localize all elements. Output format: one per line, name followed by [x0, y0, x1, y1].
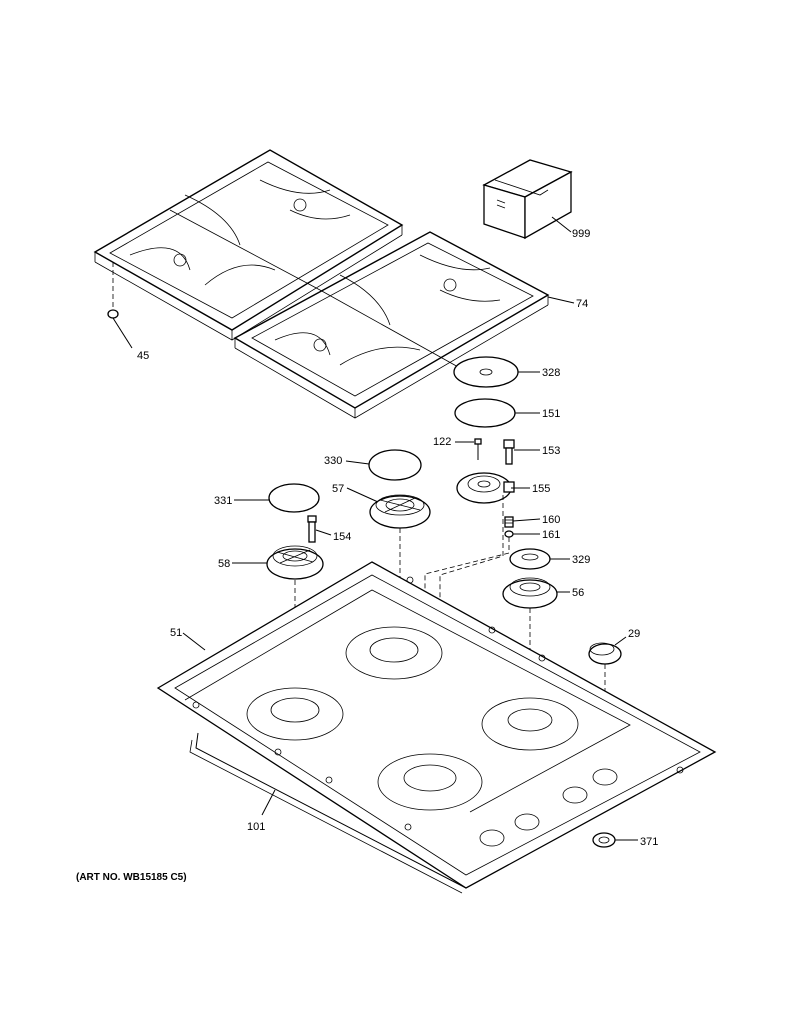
part-101-seal [189, 732, 467, 894]
callout-155: 155 [532, 483, 550, 495]
part-151-cap [454, 398, 516, 428]
callout-330: 330 [324, 455, 342, 467]
callout-51: 51 [170, 627, 182, 639]
part-154-ignitor [307, 515, 317, 543]
part-331-cap [268, 483, 320, 513]
callout-56: 56 [572, 587, 584, 599]
part-329-cap [509, 548, 551, 570]
callout-58: 58 [218, 558, 230, 570]
part-153-injector [503, 439, 515, 465]
leader-lines [112, 216, 638, 841]
part-57-burner [369, 494, 431, 529]
left-grate [93, 149, 404, 341]
callout-999: 999 [572, 228, 590, 240]
callout-153: 153 [542, 445, 560, 457]
callout-29: 29 [628, 628, 640, 640]
part-51-maintop [156, 561, 717, 889]
part-58-burner [266, 545, 324, 580]
callout-161: 161 [542, 529, 560, 541]
part-328-cap [453, 356, 519, 388]
callout-74: 74 [576, 298, 588, 310]
callout-371: 371 [640, 836, 658, 848]
part-330-cap [368, 449, 422, 481]
callout-160: 160 [542, 514, 560, 526]
right-grate [233, 231, 550, 419]
callout-154: 154 [333, 531, 351, 543]
callout-101: 101 [247, 821, 265, 833]
callout-328: 328 [542, 367, 560, 379]
callout-57: 57 [332, 483, 344, 495]
part-122-screw [474, 438, 482, 460]
callout-45: 45 [137, 350, 149, 362]
art-number: (ART NO. WB15185 C5) [76, 872, 187, 883]
part-999-box [482, 159, 573, 240]
callout-151: 151 [542, 408, 560, 420]
part-371-grommet [592, 832, 616, 848]
callout-329: 329 [572, 554, 590, 566]
callouts: 999 74 45 328 151 122 153 330 331 57 155… [137, 228, 658, 848]
callout-122: 122 [433, 436, 451, 448]
part-155-burner [456, 472, 515, 504]
part-56-burner [502, 577, 558, 609]
callout-331: 331 [214, 495, 232, 507]
part-160-spring [504, 516, 514, 528]
part-161-washer [504, 530, 514, 538]
